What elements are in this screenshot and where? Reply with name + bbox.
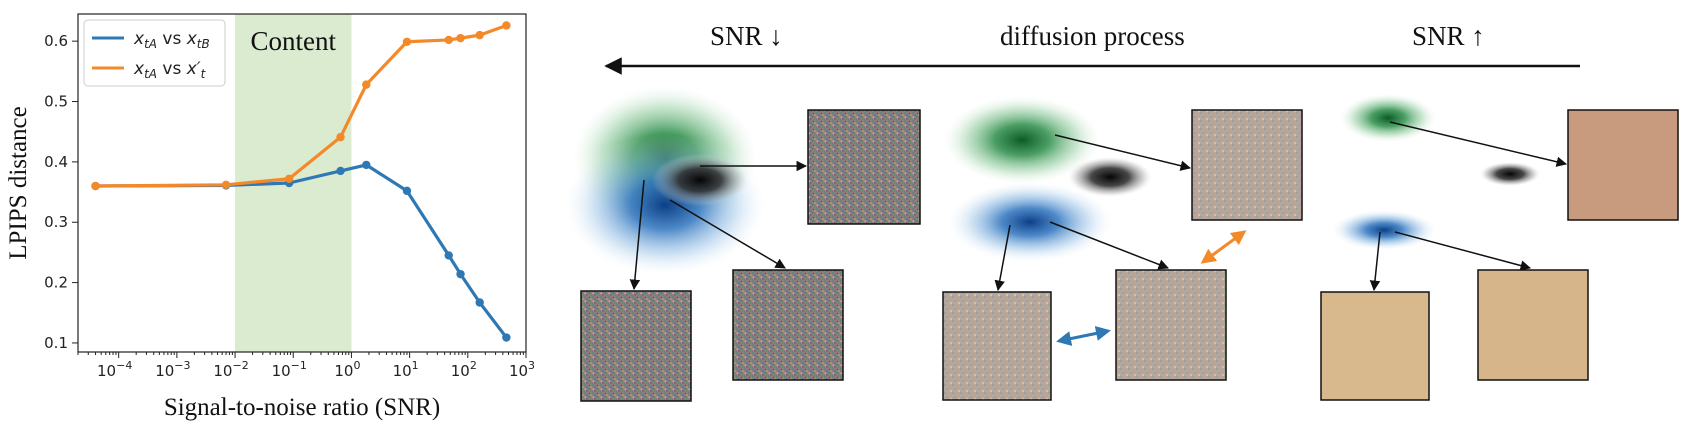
legend-1-mid: vs xyxy=(157,29,187,49)
gray-density-blob-2 xyxy=(1068,157,1152,197)
data-point xyxy=(444,35,453,45)
gray-density-blob-1 xyxy=(652,154,748,206)
legend-1-sub: tA xyxy=(144,37,157,51)
data-point xyxy=(502,333,511,342)
data-point xyxy=(444,251,453,260)
diffusion-process-label: diffusion process xyxy=(1000,21,1185,51)
face-image-noisy-3 xyxy=(942,291,1052,401)
legend-2-sub: tA xyxy=(144,67,157,81)
x-tick-label: 100 xyxy=(334,359,360,380)
x-axis-ticks: 10−4 10−3 10−2 10−1 100 101 102 103 xyxy=(77,352,535,380)
legend-1-sub2: tB xyxy=(197,37,210,51)
y-tick-label: 0.6 xyxy=(44,32,68,50)
content-region-label: Content xyxy=(250,26,336,56)
noisy-image-gray-1 xyxy=(807,109,921,225)
green-density-blob-3 xyxy=(1340,94,1436,142)
legend-2-sub2: t xyxy=(201,67,207,81)
series-line-2 xyxy=(95,23,507,188)
legend-entry-1: xtA vs xtB xyxy=(133,29,210,51)
data-point xyxy=(475,30,484,40)
data-point xyxy=(402,186,412,196)
y-axis-ticks: 0.1 0.2 0.3 0.4 0.5 0.6 xyxy=(44,32,78,352)
x-tick-label: 102 xyxy=(451,359,477,380)
legend-1-x: x xyxy=(133,29,145,49)
stage-mid-snr xyxy=(942,96,1303,401)
snr-up-label: SNR ↑ xyxy=(1412,21,1485,51)
stage-high-snr xyxy=(1320,94,1679,401)
orange-comparison-arrow xyxy=(1200,230,1247,264)
arrow-to-clean-3 xyxy=(1394,231,1532,271)
blue-comparison-arrow xyxy=(1056,326,1111,346)
x-tick-label: 10−1 xyxy=(272,359,307,380)
x-tick-label: 103 xyxy=(509,359,535,380)
data-point xyxy=(362,80,371,89)
legend: xtA vs xtB xtA vs x′t xyxy=(83,19,226,87)
arrow-to-blue-1 xyxy=(669,199,786,269)
y-tick-label: 0.4 xyxy=(44,153,68,171)
data-point xyxy=(284,174,294,183)
legend-2-x2: x′ xyxy=(186,59,201,79)
plot-frame xyxy=(77,13,527,353)
lpips-chart: Content 10−4 10−3 10−2 10−1 100 101 102 103 0.1… xyxy=(5,13,535,421)
face-image-clean-1 xyxy=(1567,109,1679,221)
legend-2-mid: vs xyxy=(157,59,187,79)
arrow-to-face-3 xyxy=(994,224,1011,292)
data-point xyxy=(336,166,345,176)
x-axis-label: Signal-to-noise ratio (SNR) xyxy=(164,394,440,421)
arrow-to-face-4 xyxy=(1049,221,1169,270)
stage-low-snr xyxy=(565,86,921,402)
y-axis-label: LPIPS distance xyxy=(5,106,32,259)
y-tick-label: 0.1 xyxy=(44,334,68,352)
arrow-to-clean-1 xyxy=(1389,121,1568,167)
arrow-to-green-1 xyxy=(629,179,645,291)
diffusion-diagram: SNR ↓ diffusion process SNR ↑ xyxy=(565,21,1679,402)
noisy-image-blue-1 xyxy=(732,269,844,381)
y-tick-label: 0.3 xyxy=(44,213,68,231)
noisy-image-green-1 xyxy=(580,290,692,402)
data-point xyxy=(221,180,231,190)
face-image-clean-2 xyxy=(1320,291,1430,401)
series-layer xyxy=(91,21,511,342)
face-image-noisy-4 xyxy=(1115,269,1227,381)
legend-2-x: x xyxy=(133,59,145,79)
arrow-to-face-2 xyxy=(1054,134,1192,171)
data-point xyxy=(91,181,100,191)
data-point xyxy=(456,33,465,43)
x-tick-label: 10−4 xyxy=(97,359,132,380)
data-point xyxy=(475,298,484,307)
data-point xyxy=(402,37,412,46)
data-point xyxy=(456,269,465,279)
blue-density-blob-2 xyxy=(948,182,1112,262)
blue-density-blob-1 xyxy=(565,135,765,275)
y-tick-label: 0.5 xyxy=(44,93,68,111)
arrow-to-clean-2 xyxy=(1369,231,1381,292)
data-point xyxy=(362,160,371,170)
x-tick-label: 10−2 xyxy=(213,359,248,380)
y-tick-label: 0.2 xyxy=(44,274,68,292)
face-image-clean-3 xyxy=(1477,269,1589,381)
snr-down-label: SNR ↓ xyxy=(710,21,783,51)
gray-density-blob-3 xyxy=(1480,162,1540,186)
x-tick-label: 10−3 xyxy=(155,359,190,380)
data-point xyxy=(336,132,345,142)
legend-1-x2: x xyxy=(186,29,198,49)
blue-density-blob-3 xyxy=(1332,210,1436,250)
legend-entry-2: xtA vs x′t xyxy=(133,59,207,81)
data-point xyxy=(502,21,511,30)
series-line-1 xyxy=(95,163,508,339)
green-density-blob-2 xyxy=(944,96,1100,184)
face-image-noisy-2 xyxy=(1191,109,1303,221)
x-tick-label: 101 xyxy=(393,359,419,380)
